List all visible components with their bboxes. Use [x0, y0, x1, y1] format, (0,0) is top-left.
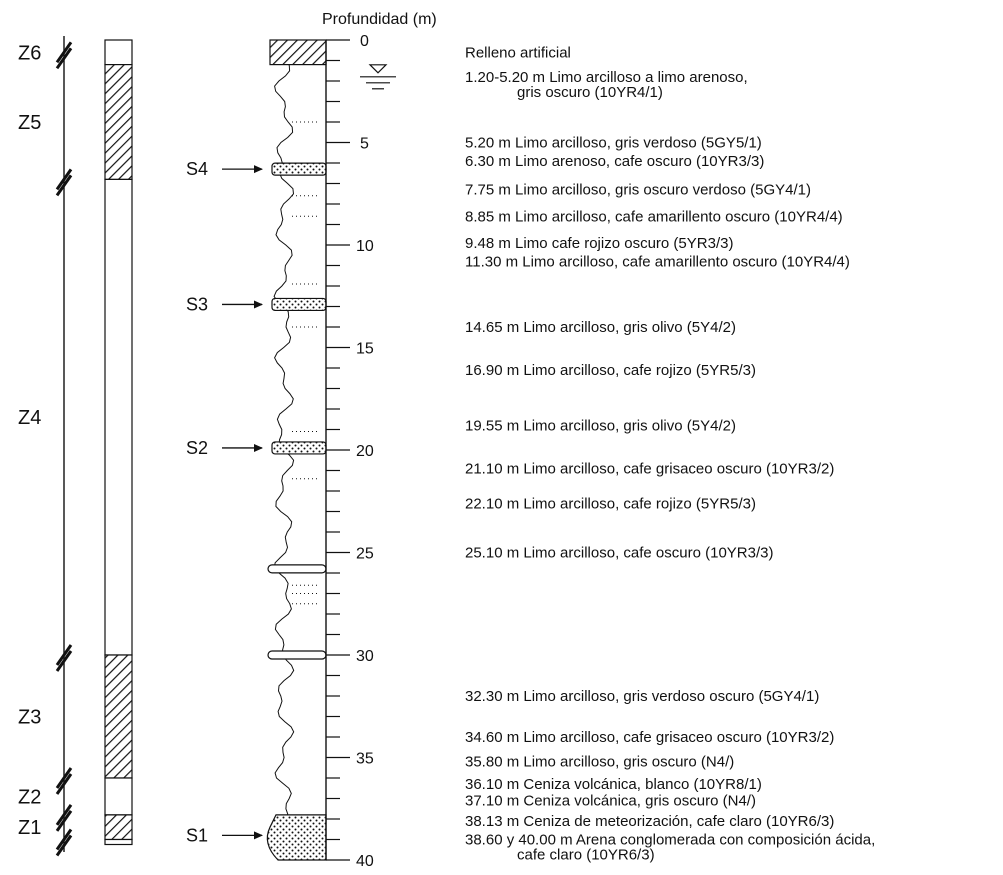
- sample-layer-dots: [271, 441, 327, 455]
- layer-description-line: 8.85 m Limo arcilloso, cafe amarillento …: [465, 208, 843, 225]
- layer-description-line: cafe claro (10YR6/3): [517, 847, 655, 864]
- layer-description-line: gris oscuro (10YR4/1): [517, 84, 663, 101]
- zone-column-bottom: [104, 838, 133, 846]
- zone-label-z6: Z6: [18, 42, 41, 64]
- zone-break-mark: [55, 41, 73, 64]
- zone-break-mark: [55, 644, 73, 666]
- layer-description-line: 37.10 m Ceniza volcánica, gris oscuro (N…: [465, 793, 756, 810]
- water-table-triangle: [368, 64, 388, 74]
- layer-description-line: 36.10 m Ceniza volcánica, blanco (10YR8/…: [465, 776, 762, 793]
- zone-break-mark: [55, 804, 73, 826]
- zone-label-z3: Z3: [18, 707, 41, 729]
- layer-description-line: 38.13 m Ceniza de meteorización, cafe cl…: [465, 813, 834, 830]
- layer-description-line: 7.75 m Limo arcilloso, gris oscuro verdo…: [465, 182, 811, 199]
- lithology-column: [266, 39, 327, 861]
- zone-column-segment: [104, 654, 133, 779]
- layer-description-line: 5.20 m Limo arcilloso, gris verdoso (5GY…: [465, 135, 762, 152]
- zone-break-mark: [55, 828, 73, 851]
- zone-column-segment: [104, 178, 133, 656]
- zone-break-mark: [55, 174, 73, 197]
- layer-description-line: 25.10 m Limo arcilloso, cafe oscuro (10Y…: [465, 545, 773, 562]
- sample-arrow-head: [254, 443, 263, 452]
- zone-column-segment: [104, 63, 133, 181]
- zone-label-z2: Z2: [18, 786, 41, 808]
- layer-description-line: 35.80 m Limo arcilloso, gris oscuro (N4/…: [465, 754, 734, 771]
- layer-band: [267, 650, 327, 660]
- zone-break-mark: [55, 168, 73, 191]
- depth-axis: 0 5 10 15 20 25 30 35 40: [325, 33, 374, 870]
- zone-break-mark: [55, 834, 73, 857]
- sample-label-s4: S4: [186, 159, 208, 179]
- zone-label-z1: Z1: [18, 817, 41, 839]
- layer-descriptions: Relleno artificial 1.20-5.20 m Limo arcil…: [465, 44, 875, 863]
- zone-break-mark: [55, 47, 73, 70]
- tick-label-0: 0: [360, 33, 369, 50]
- zone-break-mark: [55, 767, 73, 789]
- tick-label-5: 5: [360, 136, 369, 153]
- zone-break-mark: [55, 810, 73, 832]
- tick-label-25: 25: [356, 546, 374, 563]
- layer-description-line: 19.55 m Limo arcilloso, gris olivo (5Y4/…: [465, 417, 736, 434]
- layer-description-line: 11.30 m Limo arcilloso, cafe amarillento…: [465, 253, 850, 270]
- tick-label-15: 15: [356, 341, 374, 358]
- layer-description-line: 32.30 m Limo arcilloso, gris verdoso osc…: [465, 688, 819, 705]
- sample-label-s3: S3: [186, 294, 208, 314]
- sample-arrow-head: [254, 831, 263, 840]
- sample-arrow-head: [254, 165, 263, 174]
- axis-title: Profundidad (m): [322, 11, 437, 28]
- layer-description-line: 21.10 m Limo arcilloso, cafe grisaceo os…: [465, 460, 834, 477]
- layer-description-line: 9.48 m Limo cafe rojizo oscuro (5YR3/3): [465, 235, 733, 252]
- zone-column-segment: [104, 39, 133, 66]
- sample-arrow-head: [254, 300, 263, 309]
- tick-label-40: 40: [356, 853, 374, 870]
- layer-description-line: 38.60 y 40.00 m Arena conglomerada con c…: [465, 832, 875, 849]
- layer-description-line: 34.60 m Limo arcilloso, cafe grisaceo os…: [465, 729, 834, 746]
- zone-column-segment: [104, 814, 133, 841]
- fill-layer-hatch: [269, 39, 327, 66]
- tick-label-20: 20: [356, 443, 374, 460]
- sample-layer-dots: [271, 162, 327, 176]
- sample-label-s1: S1: [186, 825, 208, 845]
- layer-description-line: 14.65 m Limo arcilloso, gris olivo (5Y4/…: [465, 319, 736, 336]
- sample-label-s2: S2: [186, 438, 208, 458]
- zone-label-z5: Z5: [18, 112, 41, 134]
- zone-label-z4: Z4: [18, 407, 41, 429]
- zone-break-mark: [55, 650, 73, 672]
- tick-label-35: 35: [356, 751, 374, 768]
- layer-description-line: 6.30 m Limo arenoso, cafe oscuro (10YR3/…: [465, 153, 764, 170]
- zone-break-mark: [55, 773, 73, 795]
- sample-layer-dots: [271, 297, 327, 312]
- tick-label-10: 10: [356, 238, 374, 255]
- layer-description-line: 16.90 m Limo arcilloso, cafe rojizo (5YR…: [465, 362, 756, 379]
- water-table-icon: [360, 64, 396, 90]
- sand-layer-dots: [266, 814, 327, 861]
- layer-description-line: 1.20-5.20 m Limo arcilloso a limo arenos…: [465, 69, 748, 86]
- layer-description-line: Relleno artificial: [465, 44, 571, 61]
- zone-column: [104, 39, 133, 846]
- layer-description-line: 22.10 m Limo arcilloso, cafe rojizo (5YR…: [465, 495, 756, 512]
- zone-line: [55, 36, 73, 857]
- layer-band: [267, 564, 327, 574]
- tick-label-30: 30: [356, 648, 374, 665]
- zone-column-segment: [104, 777, 133, 816]
